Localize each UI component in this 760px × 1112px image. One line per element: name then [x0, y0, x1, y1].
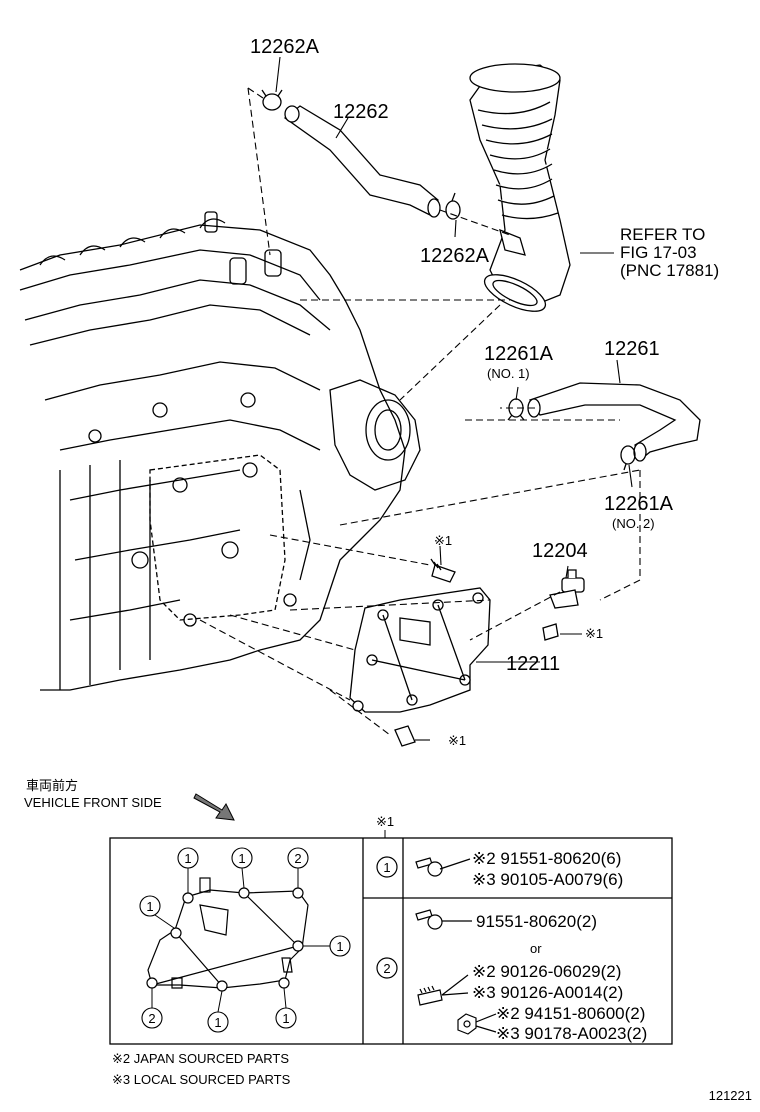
fasteners-illustration — [394, 558, 559, 747]
refer-text-line3: (PNC 17881) — [620, 261, 719, 280]
cover-map-bolt-holes — [146, 887, 304, 992]
callout-note1-bolt: ※1 — [448, 733, 466, 748]
row2-part-line2: ※2 90126-06029(2) — [472, 962, 621, 981]
clamp-12262a-top-illustration — [261, 89, 283, 111]
callout-12262: 12262 — [333, 101, 389, 123]
leader-lines — [275, 56, 633, 741]
map-mark: 2 — [294, 851, 301, 866]
nut-icon — [457, 1013, 497, 1035]
bolt-icon — [415, 857, 471, 877]
hose-12262-illustration — [283, 105, 441, 218]
callout-12261a-bottom-sub: (NO. 2) — [612, 516, 655, 531]
valve-12204-illustration — [549, 569, 585, 609]
cover-12211-illustration — [349, 587, 491, 713]
footnote-japan-sourced: ※2 JAPAN SOURCED PARTS — [112, 1051, 289, 1066]
callout-12262a-top: 12262A — [250, 36, 320, 58]
map-mark: 1 — [184, 851, 191, 866]
refer-text-line2: FIG 17-03 — [620, 243, 697, 262]
callout-12261: 12261 — [604, 338, 660, 360]
cover-map-marks: 1 1 2 1 1 2 1 1 — [139, 847, 351, 1033]
engine-block-illustration — [19, 211, 421, 691]
cover-fastener-map-illustration — [147, 877, 309, 989]
intake-hose-illustration — [469, 63, 571, 312]
map-mark: 1 — [146, 899, 153, 914]
callout-12261a-top: 12261A — [484, 343, 554, 365]
map-mark: 1 — [238, 851, 245, 866]
map-mark: 1 — [336, 939, 343, 954]
fastener-table — [109, 837, 673, 1045]
vehicle-front-japanese: 車両前方 — [26, 778, 78, 793]
row2-key: 2 — [383, 961, 390, 976]
callout-note1-stud: ※1 — [434, 533, 452, 548]
front-direction-arrow-icon — [193, 793, 235, 821]
row1-key: 1 — [383, 860, 390, 875]
row1-part-line1: ※2 91551-80620(6) — [472, 849, 621, 868]
map-mark: 1 — [282, 1011, 289, 1026]
refer-text-line1: REFER TO — [620, 225, 705, 244]
row2-part-line4: ※2 94151-80600(2) — [496, 1004, 645, 1023]
clamp-12262a-mid-illustration — [445, 192, 461, 220]
callout-12261a-top-sub: (NO. 1) — [487, 366, 530, 381]
row1-key-circle: 1 — [376, 856, 398, 878]
vehicle-front-english: VEHICLE FRONT SIDE — [24, 795, 162, 810]
row2-part-line1: 91551-80620(2) — [476, 912, 597, 931]
footnote-local-sourced: ※3 LOCAL SOURCED PARTS — [112, 1072, 291, 1087]
figure-id: 121221 — [709, 1088, 752, 1103]
assembly-dashed-lines — [199, 87, 641, 736]
row1-part-line2: ※3 90105-A0079(6) — [472, 870, 623, 889]
table-header-note: ※1 — [376, 814, 394, 829]
callout-12261a-bottom: 12261A — [604, 493, 674, 515]
row2-part-line3: ※3 90126-A0014(2) — [472, 983, 623, 1002]
callout-12204: 12204 — [532, 540, 588, 562]
callout-12211: 12211 — [506, 653, 560, 675]
map-mark: 1 — [214, 1015, 221, 1030]
row2-or: or — [530, 941, 542, 956]
stud-icon — [417, 974, 469, 1006]
callout-12262a-mid: 12262A — [420, 245, 490, 267]
map-mark: 2 — [148, 1011, 155, 1026]
clamp-12261a-illustrations — [507, 398, 636, 471]
row2-key-circle: 2 — [376, 957, 398, 979]
cover-map-leaders — [151, 867, 330, 1013]
callout-note1-nut: ※1 — [585, 626, 603, 641]
hose-12261-illustration — [527, 382, 701, 462]
row2-part-line5: ※3 90178-A0023(2) — [496, 1024, 647, 1043]
bolt-icon — [415, 909, 472, 930]
